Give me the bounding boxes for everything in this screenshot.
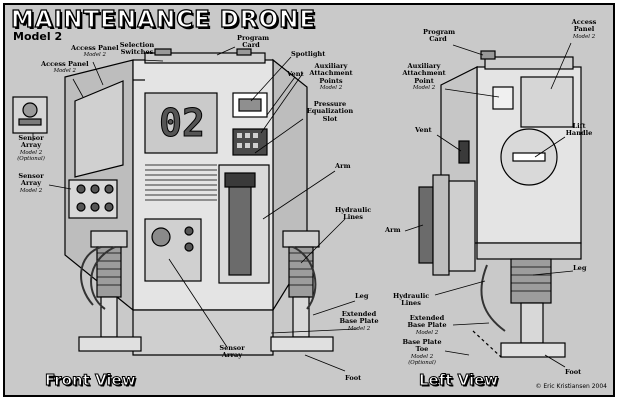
label-base-plate-toe: Base Plate Toe Model 2 (Optional) bbox=[402, 338, 442, 366]
label-spotlight: Spotlight bbox=[291, 50, 326, 58]
label-aux-attachment-left: Auxiliary Attachment Point Model 2 bbox=[402, 62, 446, 92]
front-left-leg bbox=[78, 230, 142, 352]
front-left-access-panel bbox=[74, 80, 124, 178]
label-sensor-array-optional: Sensor Array Model 2 (Optional) bbox=[17, 134, 45, 162]
front-skirt bbox=[132, 309, 274, 356]
left-arm bbox=[418, 186, 434, 264]
front-view-drawing bbox=[12, 48, 334, 356]
copyright-notice: © Eric Kristiansen 2004 bbox=[535, 383, 607, 390]
blueprint-sheet: 02 MAINTENANCE DRONE Model 2 Front View … bbox=[3, 3, 615, 397]
left-view-drawing bbox=[418, 50, 582, 358]
left-vent bbox=[458, 140, 470, 164]
label-aux-attachment-front: Auxiliary Attachment Points Model 2 bbox=[309, 62, 353, 92]
label-extended-base-plate-front: Extended Base Plate Model 2 bbox=[339, 310, 379, 332]
unit-number: 02 bbox=[159, 101, 206, 146]
left-foot bbox=[500, 342, 566, 358]
left-access-panel bbox=[520, 76, 574, 128]
label-vent-front: Vent bbox=[287, 70, 304, 78]
label-access-panel-front-1: Access Panel Model 2 bbox=[71, 44, 119, 59]
page-title: MAINTENANCE DRONE bbox=[10, 6, 317, 33]
label-lift-handle: Lift Handle bbox=[565, 122, 593, 138]
label-pressure-slot: Pressure Equalization Slot bbox=[306, 100, 354, 123]
front-view-title: Front View bbox=[45, 371, 137, 390]
label-extended-base-plate-left: Extended Base Plate Model 2 bbox=[407, 314, 447, 336]
label-arm-front: Arm bbox=[335, 162, 351, 170]
front-right-leg bbox=[270, 230, 334, 352]
label-access-panel-left: Access Panel Model 2 bbox=[571, 18, 597, 40]
label-access-panel-front-2: Access Panel Model 2 bbox=[41, 60, 89, 75]
label-program-card-front: Program Card bbox=[237, 34, 270, 50]
label-hydraulic-lines-front: Hydraulic Lines bbox=[335, 206, 372, 222]
label-leg-left: Leg bbox=[573, 264, 587, 272]
left-view-title: Left View bbox=[418, 371, 499, 390]
callout-lines bbox=[32, 42, 574, 372]
left-leg bbox=[510, 258, 552, 304]
label-leg-front: Leg bbox=[355, 292, 369, 300]
label-foot-front: Foot bbox=[345, 374, 362, 382]
label-vent-left: Vent bbox=[415, 126, 432, 134]
label-arm-left: Arm bbox=[385, 226, 401, 234]
left-aux-attachment bbox=[492, 86, 514, 110]
label-program-card-left: Program Card bbox=[423, 28, 456, 44]
label-foot-left: Foot bbox=[565, 368, 582, 376]
label-sensor-array-lower: Sensor Array bbox=[219, 344, 245, 360]
label-sensor-array-front: Sensor Array Model 2 bbox=[18, 172, 44, 194]
unit-number-window bbox=[144, 92, 218, 154]
label-selection-switches: Selection Switches bbox=[119, 41, 155, 57]
arm bbox=[228, 184, 252, 276]
aux-attachment-block bbox=[232, 128, 268, 156]
drone-drawing bbox=[12, 42, 582, 372]
model-subtitle: Model 2 bbox=[13, 30, 63, 43]
label-hydraulic-lines-left: Hydraulic Lines bbox=[393, 292, 430, 308]
